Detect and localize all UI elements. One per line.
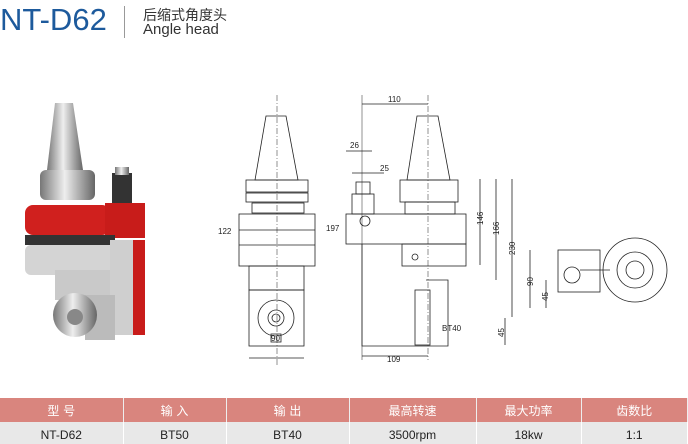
cell-input: BT50	[123, 422, 227, 444]
front-view: 122 90	[218, 95, 316, 365]
dim-25: 25	[380, 164, 389, 173]
spec-table: 型 号 输 入 输 出 最高转速 最大功率 齿数比 NT-D62 BT50 BT…	[0, 398, 688, 444]
table-row: NT-D62 BT50 BT40 3500rpm 18kw 1:1	[0, 422, 688, 444]
dim-45-end: 45	[541, 292, 550, 301]
cell-max-power: 18kw	[476, 422, 582, 444]
header-max-speed: 最高转速	[349, 398, 477, 422]
dim-90: 90	[526, 277, 535, 286]
header-model: 型 号	[0, 398, 124, 422]
header-max-power: 最大功率	[476, 398, 582, 422]
header-gear-ratio: 齿数比	[581, 398, 688, 422]
dim-110: 110	[388, 95, 401, 104]
dim-122: 122	[218, 227, 232, 236]
header-input: 输 入	[123, 398, 227, 422]
side-view: 110 26 25 197 BT40 109 146 166 230 45	[326, 95, 517, 364]
dim-26: 26	[350, 141, 359, 150]
dim-90-label: 90	[271, 334, 280, 343]
title-english: Angle head	[143, 21, 219, 38]
cell-gear-ratio: 1:1	[581, 422, 688, 444]
dim-146: 146	[476, 211, 485, 225]
cell-max-speed: 3500rpm	[349, 422, 477, 444]
dim-109: 109	[387, 355, 401, 364]
dim-230: 230	[508, 241, 517, 255]
dim-45-side: 45	[497, 328, 506, 337]
dim-197: 197	[326, 224, 340, 233]
cell-model: NT-D62	[0, 422, 124, 444]
dim-166: 166	[492, 221, 501, 235]
end-view: 90 45	[526, 237, 668, 308]
header-output: 输 出	[226, 398, 350, 422]
title-divider	[124, 6, 125, 38]
model-title: NT-D62	[0, 2, 107, 37]
dim-bt40: BT40	[442, 324, 462, 333]
technical-drawing: 122 90 110 26 25 197 BT40 109 146 166	[218, 95, 668, 365]
product-photo	[25, 103, 145, 340]
title-chinese: 后缩式角度头	[143, 8, 227, 24]
cell-output: BT40	[226, 422, 350, 444]
spec-table-header: 型 号 输 入 输 出 最高转速 最大功率 齿数比	[0, 398, 688, 422]
